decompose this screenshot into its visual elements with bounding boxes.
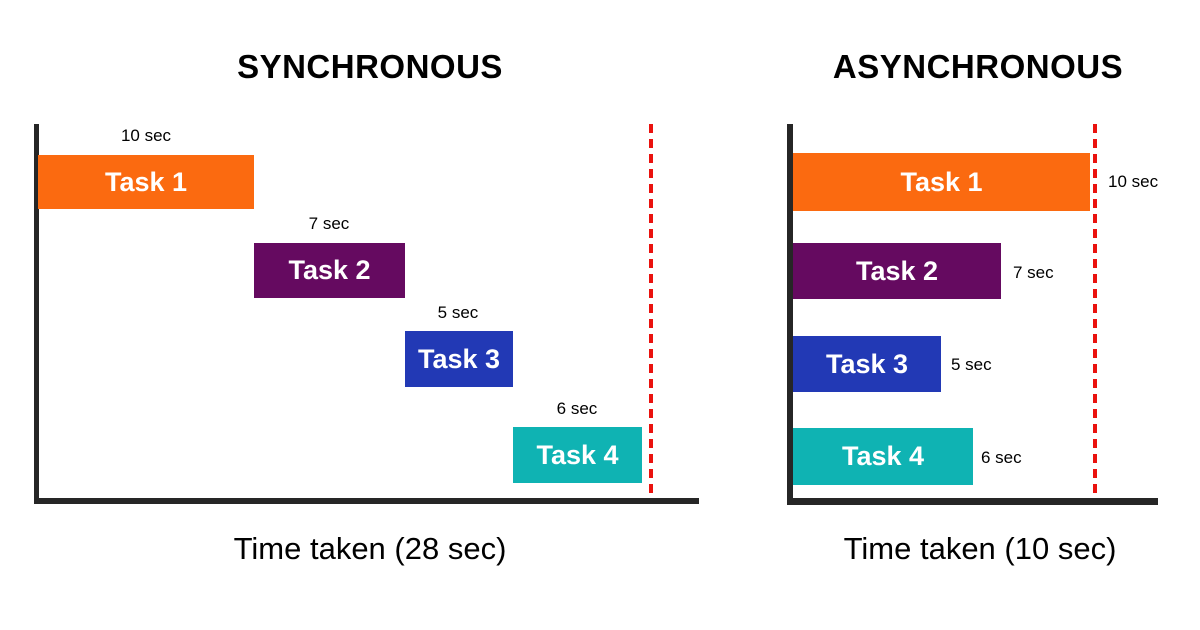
async-task4-duration: 6 sec — [981, 448, 1022, 467]
synchronous-title: SYNCHRONOUS — [237, 48, 503, 85]
sync-task1-bar: Task 1 — [38, 155, 254, 209]
sync-task4-bar: Task 4 — [513, 427, 642, 483]
sync-deadline-line — [649, 124, 653, 498]
asynchronous-title: ASYNCHRONOUS — [832, 48, 1124, 85]
sync-task2-label: Task 2 — [288, 255, 371, 285]
sync-y-axis — [34, 124, 39, 503]
sync-task4-duration: 6 sec — [556, 399, 598, 418]
async-y-axis — [787, 124, 793, 505]
async-task3-duration: 5 sec — [951, 355, 992, 374]
async-task4-label: Task 4 — [841, 441, 925, 471]
async-deadline-line — [1093, 124, 1097, 498]
async-task4-bar: Task 4 — [793, 428, 973, 485]
async-task2-bar: Task 2 — [793, 243, 1001, 299]
sync-task1-duration: 10 sec — [120, 126, 172, 145]
sync-task3-label: Task 3 — [417, 343, 501, 374]
async-x-axis — [787, 498, 1158, 505]
sync-x-axis — [34, 498, 699, 504]
sync-task2-bar: Task 2 — [254, 243, 405, 298]
sync-task4-label: Task 4 — [536, 439, 619, 470]
async-caption: Time taken (10 sec) — [843, 531, 1117, 566]
async-task2-duration: 7 sec — [1013, 263, 1054, 282]
sync-caption: Time taken (28 sec) — [233, 531, 507, 566]
async-task1-label: Task 1 — [900, 166, 983, 197]
async-task1-bar: Task 1 — [793, 153, 1090, 211]
async-task2-label: Task 2 — [855, 255, 939, 286]
async-task1-duration: 10 sec — [1108, 172, 1159, 191]
sync-task1-label: Task 1 — [104, 166, 188, 197]
sync-task2-duration: 7 sec — [308, 214, 350, 233]
async-task3-bar: Task 3 — [793, 336, 941, 392]
async-task3-label: Task 3 — [825, 348, 909, 379]
sync-task3-bar: Task 3 — [405, 331, 513, 387]
sync-task3-duration: 5 sec — [437, 303, 479, 322]
